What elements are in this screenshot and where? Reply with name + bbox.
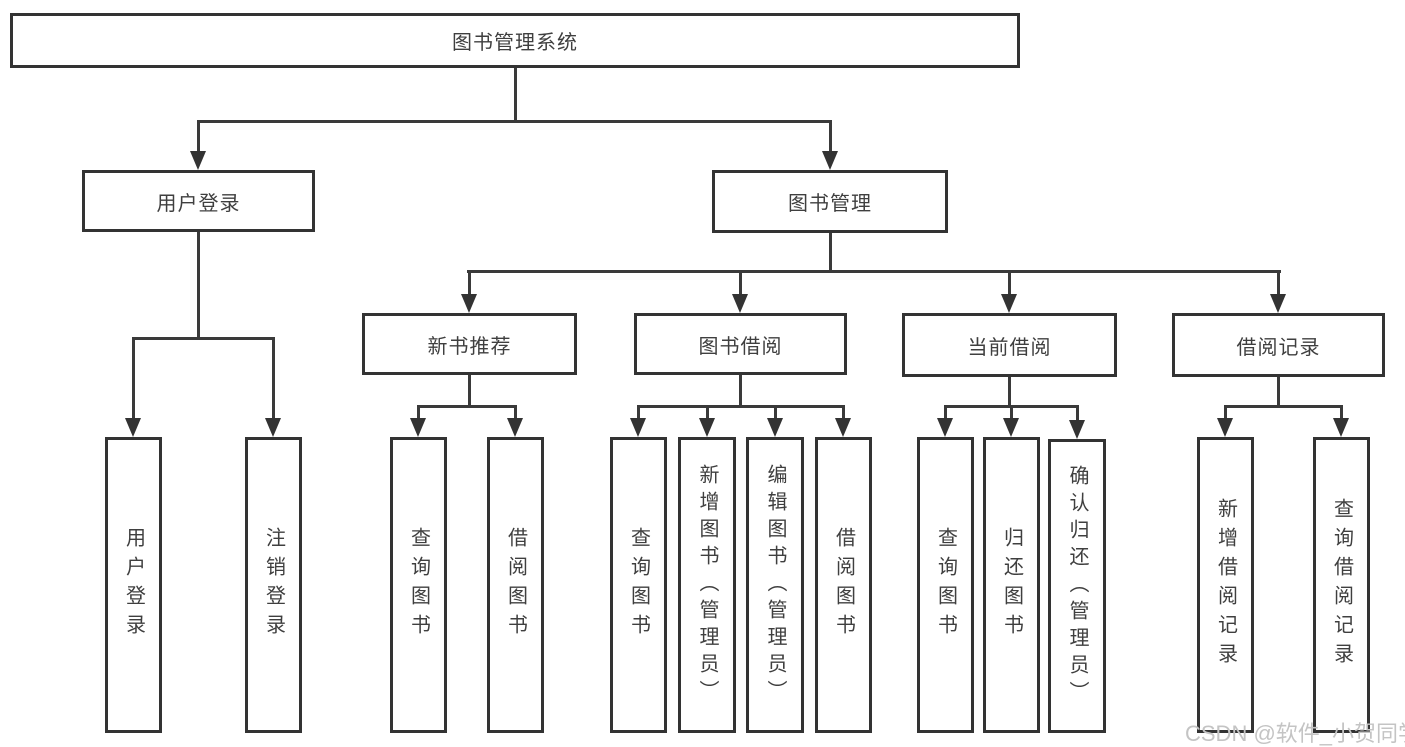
arrow-down-icon [1001, 294, 1017, 313]
arrow-down-icon [1217, 418, 1233, 437]
node-current-borrowing: 当前借阅 [902, 313, 1117, 377]
arrow-down-icon [507, 418, 523, 437]
node-label: 用户登录 [122, 527, 145, 643]
connector-line [417, 405, 517, 408]
arrow-down-icon [1069, 420, 1085, 439]
node-label: 图书借阅 [698, 335, 783, 358]
connector-line [468, 375, 471, 405]
connector-line [514, 68, 517, 120]
node-label: 查询图书 [934, 527, 957, 643]
arrow-down-icon [732, 294, 748, 313]
node-label: 编辑图书（管理员） [764, 463, 786, 707]
connector-line [197, 232, 200, 337]
arrow-down-icon [410, 418, 426, 437]
node-book-borrowing: 图书借阅 [634, 313, 847, 375]
node-label: 查询图书 [627, 527, 650, 643]
node-label: 用户登录 [156, 192, 241, 215]
leaf-logout: 注销登录 [245, 437, 302, 733]
connector-line [417, 405, 420, 421]
connector-line [132, 337, 135, 421]
connector-line [842, 405, 845, 421]
node-label: 新增借阅记录 [1214, 498, 1237, 672]
connector-line [774, 405, 777, 421]
leaf-edit-books-admin: 编辑图书（管理员） [746, 437, 804, 733]
arrow-down-icon [125, 418, 141, 437]
node-label: 归还图书 [1000, 527, 1023, 643]
connector-line [1076, 405, 1079, 423]
leaf-user-login: 用户登录 [105, 437, 162, 733]
node-label: 查询借阅记录 [1330, 498, 1353, 672]
connector-line [272, 337, 275, 421]
connector-line [1224, 405, 1343, 408]
csdn-watermark: CSDN @软件_小贺同学 [1185, 721, 1405, 746]
arrow-down-icon [937, 418, 953, 437]
leaf-borrow-books: 借阅图书 [815, 437, 872, 733]
leaf-return-books: 归还图书 [983, 437, 1040, 733]
connector-line [467, 270, 1281, 273]
connector-line [197, 120, 200, 154]
node-label: 借阅图书 [504, 527, 527, 643]
node-borrowing-records: 借阅记录 [1172, 313, 1385, 377]
connector-line [637, 405, 640, 421]
connector-line [829, 233, 832, 270]
node-label: 确认归还（管理员） [1066, 464, 1088, 708]
node-label: 借阅图书 [832, 527, 855, 643]
connector-line [1277, 377, 1280, 405]
arrow-down-icon [1270, 294, 1286, 313]
connector-line [197, 120, 832, 123]
node-new-book-recommend: 新书推荐 [362, 313, 577, 375]
arrow-down-icon [461, 294, 477, 313]
leaf-query-books: 查询图书 [390, 437, 447, 733]
node-label: 查询图书 [407, 527, 430, 643]
node-root: 图书管理系统 [10, 13, 1020, 68]
leaf-query-books: 查询图书 [610, 437, 667, 733]
arrow-down-icon [699, 418, 715, 437]
connector-line [1008, 377, 1011, 405]
node-label: 注销登录 [262, 527, 285, 643]
connector-line [132, 337, 275, 340]
leaf-add-borrow-record: 新增借阅记录 [1197, 437, 1254, 733]
connector-line [1008, 270, 1011, 297]
arrow-down-icon [1333, 418, 1349, 437]
connector-line [706, 405, 709, 421]
node-user-login: 用户登录 [82, 170, 315, 232]
connector-line [944, 405, 947, 421]
leaf-query-borrow-record: 查询借阅记录 [1313, 437, 1370, 733]
arrow-down-icon [265, 418, 281, 437]
arrow-down-icon [822, 151, 838, 170]
arrow-down-icon [835, 418, 851, 437]
arrow-down-icon [767, 418, 783, 437]
connector-line [739, 270, 742, 297]
connector-line [1224, 405, 1227, 421]
node-book-management: 图书管理 [712, 170, 948, 233]
connector-line [468, 270, 471, 297]
connector-line [829, 120, 832, 154]
node-label: 当前借阅 [967, 336, 1052, 359]
arrow-down-icon [630, 418, 646, 437]
node-label: 图书管理 [788, 193, 872, 215]
arrow-down-icon [1003, 418, 1019, 437]
leaf-query-books: 查询图书 [917, 437, 974, 733]
connector-line [739, 375, 742, 405]
leaf-borrow-books: 借阅图书 [487, 437, 544, 733]
leaf-add-books-admin: 新增图书（管理员） [678, 437, 736, 733]
connector-line [1340, 405, 1343, 421]
arrow-down-icon [190, 151, 206, 170]
node-label: 借阅记录 [1236, 336, 1321, 359]
leaf-confirm-return-admin: 确认归还（管理员） [1048, 439, 1106, 733]
node-label: 新增图书（管理员） [696, 463, 718, 707]
connector-line [1010, 405, 1013, 421]
connector-line [1277, 270, 1280, 297]
connector-line [637, 405, 845, 408]
node-label: 图书管理系统 [452, 32, 578, 54]
node-label: 新书推荐 [427, 335, 512, 358]
connector-line [514, 405, 517, 421]
